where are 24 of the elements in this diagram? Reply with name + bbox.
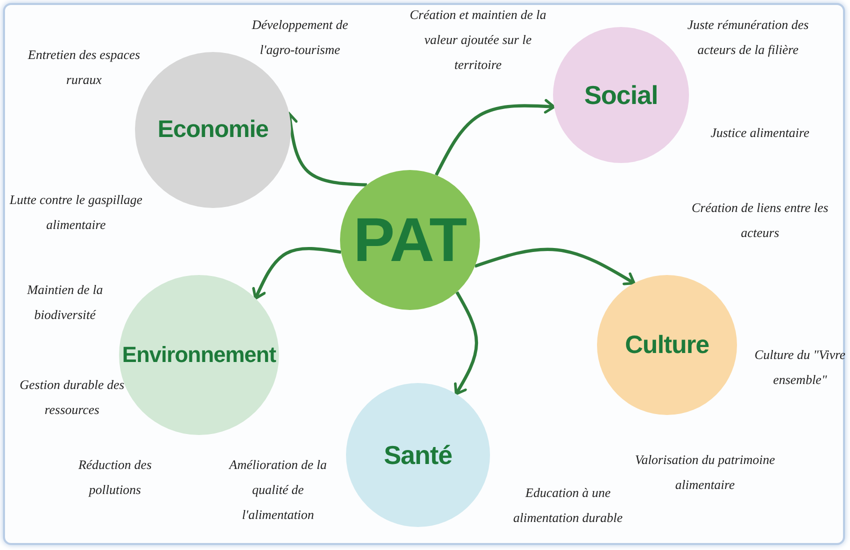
note-text: Justice alimentaire	[710, 124, 810, 142]
note-text: Création de liens entre les acteurs	[690, 199, 830, 242]
circle-label: Culture	[625, 330, 709, 360]
circle-label: Environnement	[122, 342, 276, 368]
note-text: Education à une alimentation durable	[512, 484, 624, 527]
note-text: Développement de l'agro-tourisme	[250, 16, 350, 59]
note-text: Juste rémunération des acteurs de la filière	[686, 16, 810, 59]
curved-arrow	[434, 99, 556, 176]
note-text: Gestion durable des ressources	[18, 376, 126, 419]
curved-arrow	[454, 291, 478, 396]
note-text: Valorisation du patrimoine alimentaire	[634, 451, 776, 494]
note-text: Lutte contre le gaspillage alimentaire	[8, 191, 144, 234]
curved-arrow	[474, 248, 636, 286]
note-text: Réduction des pollutions	[77, 456, 153, 499]
circle-label: Santé	[384, 440, 452, 470]
circle-label: PAT	[353, 204, 467, 276]
note-text: Amélioration de la qualité de l'alimentation	[228, 456, 328, 524]
note-text: Création et maintien de la valeur ajoutée sur le territoire	[408, 6, 548, 74]
curved-arrow	[252, 247, 342, 300]
note-text: Maintien de la biodiversité	[26, 281, 104, 324]
note-text: Culture du "Vivre ensemble"	[754, 346, 846, 389]
circle-label: Economie	[158, 116, 268, 144]
circle-label: Social	[584, 80, 658, 110]
note-text: Entretien des espaces ruraux	[26, 46, 142, 89]
